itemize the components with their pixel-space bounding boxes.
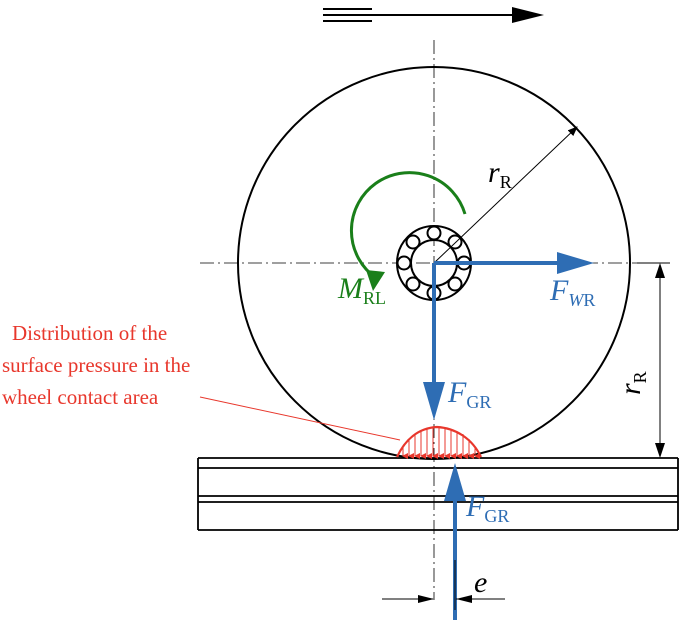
radius-dimension-vertical — [637, 262, 670, 458]
force-label-wr: FWR — [549, 274, 595, 310]
rolling-moment-arc — [349, 171, 467, 291]
offset-label: e — [474, 566, 487, 599]
force-arrow-gr-down — [423, 263, 445, 420]
rail — [197, 457, 679, 531]
moment-label: MRL — [337, 272, 386, 308]
force-label-gr-top: FGR — [447, 376, 491, 412]
radius-line-diagonal — [433, 126, 578, 264]
wheel-outline — [237, 66, 631, 460]
annotation-leader-line — [199, 396, 401, 441]
motion-direction-arrow — [323, 7, 544, 23]
force-label-gr-bottom: FGR — [465, 490, 509, 526]
radius-label-vertical: rR — [614, 371, 650, 395]
pressure-annotation: Distribution of the surface pressure in … — [2, 321, 196, 409]
bearing — [396, 225, 472, 301]
offset-dimension — [382, 560, 505, 610]
radius-label-diagonal: rR — [488, 156, 512, 192]
surface-pressure-distribution — [396, 425, 482, 459]
force-arrow-wr — [434, 252, 594, 274]
